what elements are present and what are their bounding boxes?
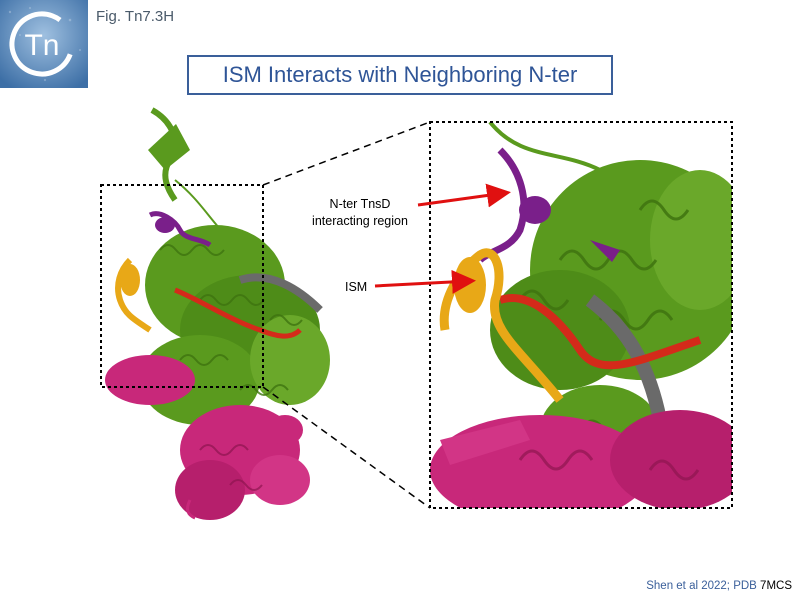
zoomed-structure	[429, 121, 733, 509]
full-structure	[105, 107, 330, 520]
title-box: ISM Interacts with Neighboring N-ter	[187, 55, 613, 95]
nter-label-line1: N-ter TnsD	[329, 197, 391, 211]
pdb-id: 7MCS	[760, 580, 792, 592]
nter-label-line2: interacting region	[312, 214, 408, 228]
slide-title: ISM Interacts with Neighboring N-ter	[222, 62, 578, 87]
figure-label: Fig. Tn7.3H	[96, 8, 175, 25]
ism-label: ISM	[345, 280, 368, 294]
zoom-box	[429, 121, 733, 509]
logo-text: Tn	[24, 29, 59, 62]
citation: Shen et al 2022; PDB 7MCS	[646, 580, 792, 592]
zoom-source-box	[100, 184, 264, 388]
nter-arrow	[417, 183, 511, 208]
tn-logo: Tn	[0, 0, 88, 88]
citation-text: Shen et al 2022; PDB	[646, 580, 761, 592]
ism-arrow	[374, 269, 476, 294]
nter-label: N-ter TnsD interacting region	[300, 196, 420, 230]
